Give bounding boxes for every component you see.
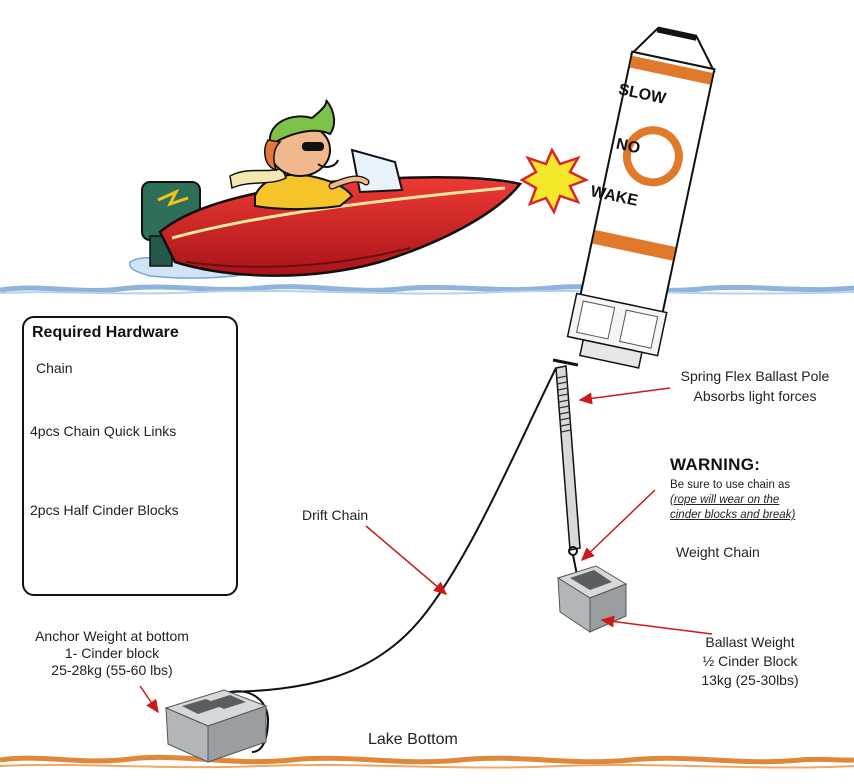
warning-note: (rope will wear on the cinder blocks and…	[670, 493, 795, 523]
ballast-weight-line1: Ballast Weight	[705, 634, 795, 650]
arrow-to-drift-chain	[365, 525, 448, 595]
required-hardware-title: Required Hardware	[32, 324, 179, 341]
anchor-label-line3: 25-28kg (55-60 lbs)	[51, 662, 173, 678]
anchor-weight-label: Anchor Weight at bottom 1- Cinder block …	[18, 628, 206, 679]
anchor-cinder-block	[164, 689, 268, 763]
ballast-half-cinder-block	[556, 565, 628, 633]
arrow-to-anchor-weight	[139, 685, 159, 714]
required-hardware-panel	[22, 316, 238, 596]
drift-chain-label: Drift Chain	[302, 507, 369, 523]
spring-flex-ballast-pole	[552, 358, 587, 577]
lake-bottom-line	[0, 754, 854, 769]
weight-chain-label: Weight Chain	[676, 544, 760, 560]
drift-chain-line	[197, 367, 557, 709]
arrow-to-ballast-pole	[578, 387, 671, 405]
anchor-label-line2: 1- Cinder block	[64, 645, 160, 661]
ballast-weight-label: Ballast Weight ½ Cinder Block 13kg (25-3…	[672, 634, 828, 689]
ballast-weight-line3: 13kg (25-30lbs)	[701, 672, 799, 688]
ballast-pole-label: Spring Flex Ballast Pole Absorbs light f…	[670, 368, 840, 405]
water-surface	[0, 284, 854, 295]
warning-body: Be sure to use chain as (rope will wear …	[670, 478, 795, 523]
hardware-item-quick-links: 4pcs Chain Quick Links	[30, 423, 177, 439]
warning-line3: cinder blocks and break)	[670, 509, 796, 521]
warning-line1: Be sure to use chain as	[670, 479, 791, 491]
arrow-to-ballast-weight	[600, 615, 713, 635]
hardware-item-cinder-blocks: 2pcs Half Cinder Blocks	[30, 502, 179, 518]
impact-burst-icon	[519, 147, 590, 215]
warning-title: WARNING:	[670, 455, 761, 474]
ballast-weight-line2: ½ Cinder Block	[702, 653, 798, 669]
lake-bottom-label: Lake Bottom	[368, 731, 458, 748]
ballast-pole-label-line1: Spring Flex Ballast Pole	[680, 368, 830, 384]
anchor-label-line1: Anchor Weight at bottom	[35, 628, 189, 644]
annotation-arrows	[139, 387, 713, 714]
hardware-item-chain: Chain	[36, 360, 73, 376]
speed-boat-illustration	[129, 99, 523, 279]
arrow-to-weight-chain	[580, 489, 656, 562]
no-wake-buoy	[566, 26, 716, 369]
warning-line2: (rope will wear on the	[670, 494, 780, 506]
ballast-pole-label-line2: Absorbs light forces	[693, 388, 817, 404]
